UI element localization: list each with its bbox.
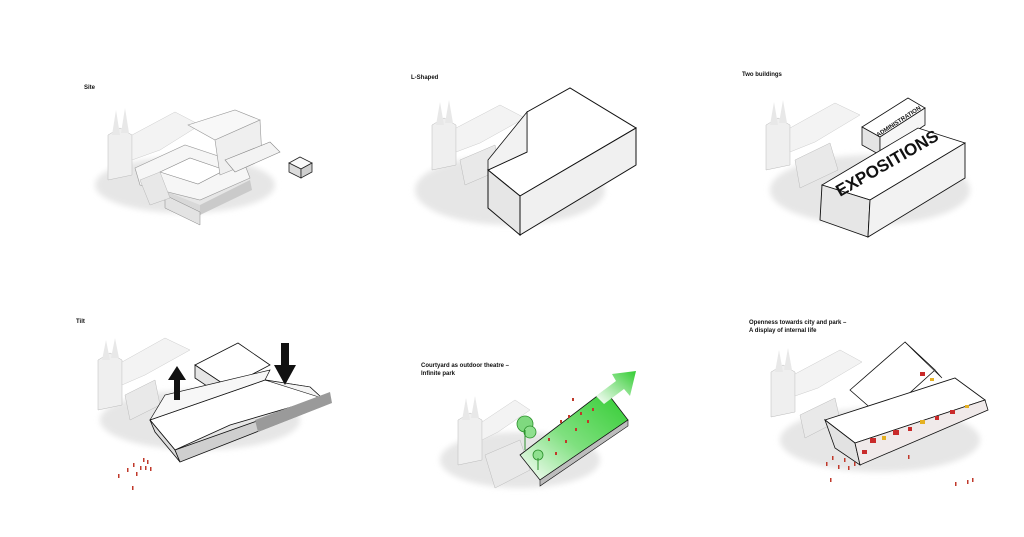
panel-courtyard bbox=[440, 371, 636, 488]
panel-openness bbox=[771, 342, 988, 486]
panel-l-shaped bbox=[415, 88, 636, 235]
expositions-building: EXPOSITIONS bbox=[820, 126, 965, 237]
panel-site bbox=[95, 108, 312, 225]
panel-tilt bbox=[98, 338, 332, 490]
arrow-down-icon bbox=[274, 343, 296, 385]
small-block bbox=[289, 157, 312, 178]
panel-two-buildings: ADMINISTRATION EXPOSITIONS bbox=[766, 98, 970, 237]
green-arrow-icon bbox=[596, 371, 636, 404]
people-figures bbox=[118, 458, 152, 490]
